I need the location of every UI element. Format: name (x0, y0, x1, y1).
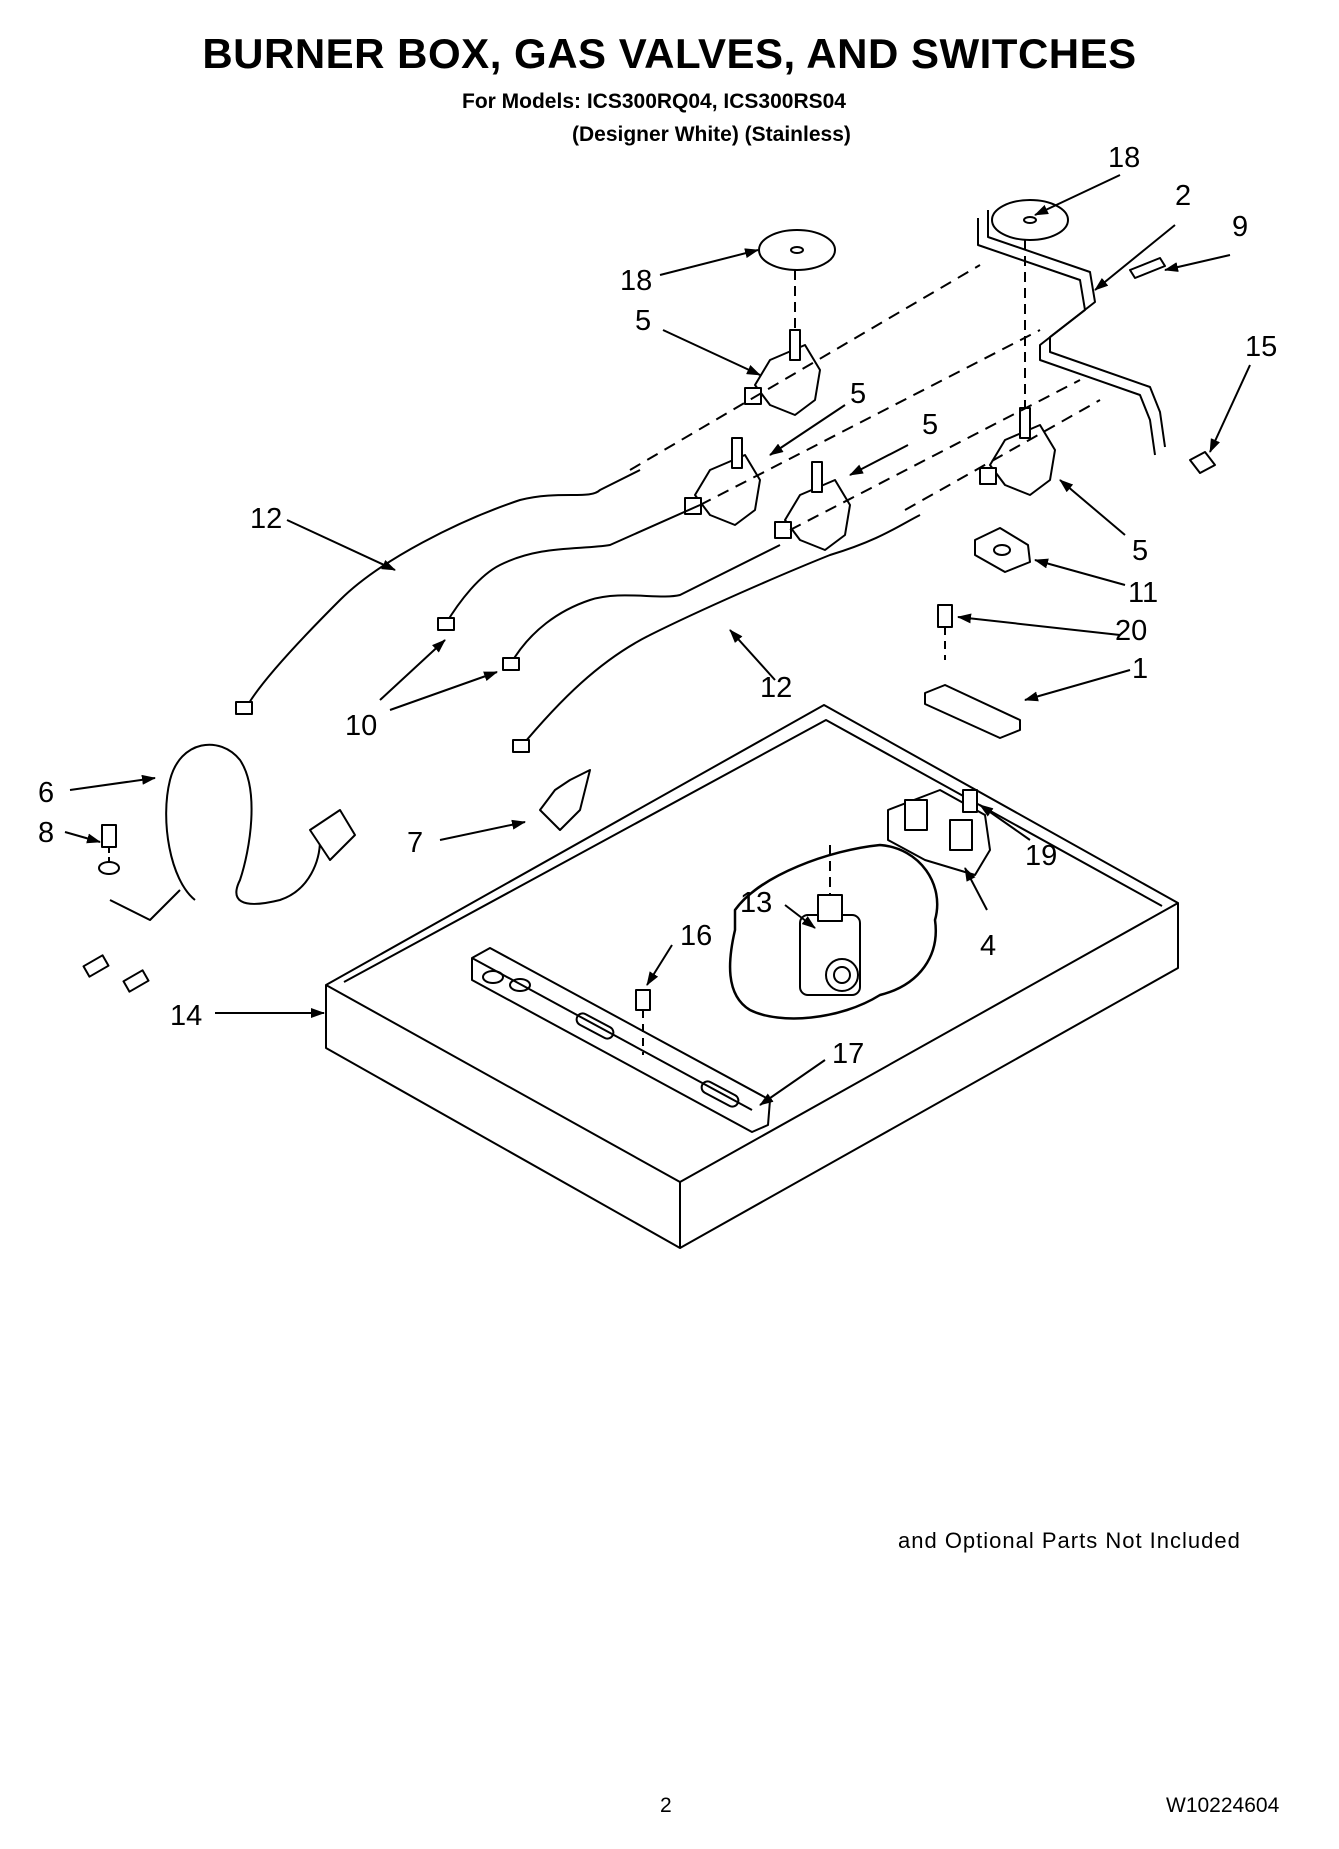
callout-16: 16 (680, 920, 712, 952)
tube-fitting (437, 617, 455, 631)
screw (937, 604, 953, 628)
callout-18: 18 (620, 265, 652, 297)
callout-13: 13 (740, 887, 772, 919)
callout-4: 4 (980, 930, 996, 962)
callout-15: 15 (1245, 331, 1277, 363)
gas-valve (774, 461, 851, 551)
gas-valve (979, 240, 1056, 496)
igniter-harness (539, 769, 591, 831)
callout-12: 12 (760, 672, 792, 704)
callout-12: 12 (250, 503, 282, 535)
page-number: 2 (660, 1794, 672, 1817)
gas-tube (244, 469, 641, 711)
callout-17: 17 (832, 1038, 864, 1070)
callout-2: 2 (1175, 180, 1191, 212)
gas-tube (519, 514, 921, 749)
screw (101, 824, 117, 848)
colors-line: (Designer White) (Stainless) (572, 123, 851, 146)
screw (635, 989, 651, 1055)
tube-fitting (502, 657, 520, 671)
power-cord (165, 743, 321, 905)
document-number: W10224604 (1166, 1794, 1280, 1817)
callout-5: 5 (922, 409, 938, 441)
callout-7: 7 (407, 827, 423, 859)
gas-valve (684, 437, 761, 526)
gasket (974, 527, 1031, 573)
callout-5: 5 (850, 378, 866, 410)
screw (962, 789, 978, 813)
callout-18: 18 (1108, 142, 1140, 174)
callout-6: 6 (38, 777, 54, 809)
gas-tube (509, 544, 781, 666)
mounting-bracket (924, 684, 1021, 739)
manifold-pipe (977, 218, 1156, 456)
manifold-bracket (471, 947, 771, 1133)
burner-box (325, 704, 1179, 1249)
tube-fitting (235, 701, 253, 715)
screw (1189, 451, 1216, 474)
burner-cap (758, 229, 836, 271)
callout-5: 5 (1132, 535, 1148, 567)
cutaway-region (728, 843, 939, 1020)
callout-8: 8 (38, 817, 54, 849)
callout-14: 14 (170, 1000, 202, 1032)
gas-valve (744, 270, 821, 416)
regulator-valve (799, 845, 861, 996)
page-title: BURNER BOX, GAS VALVES, AND SWITCHES (202, 30, 1137, 77)
callout-9: 9 (1232, 211, 1248, 243)
callout-11: 11 (1128, 577, 1158, 609)
callout-20: 20 (1115, 615, 1147, 647)
gas-tube (444, 504, 701, 626)
tube-fitting (512, 739, 530, 753)
screw (1129, 257, 1166, 279)
footnote: and Optional Parts Not Included (898, 1528, 1241, 1553)
callout-5: 5 (635, 305, 651, 337)
burner-cap (991, 199, 1069, 241)
callout-10: 10 (345, 710, 377, 742)
callout-19: 19 (1025, 840, 1057, 872)
models-line: For Models: ICS300RQ04, ICS300RS04 (462, 90, 846, 113)
callout-1: 1 (1132, 653, 1148, 685)
